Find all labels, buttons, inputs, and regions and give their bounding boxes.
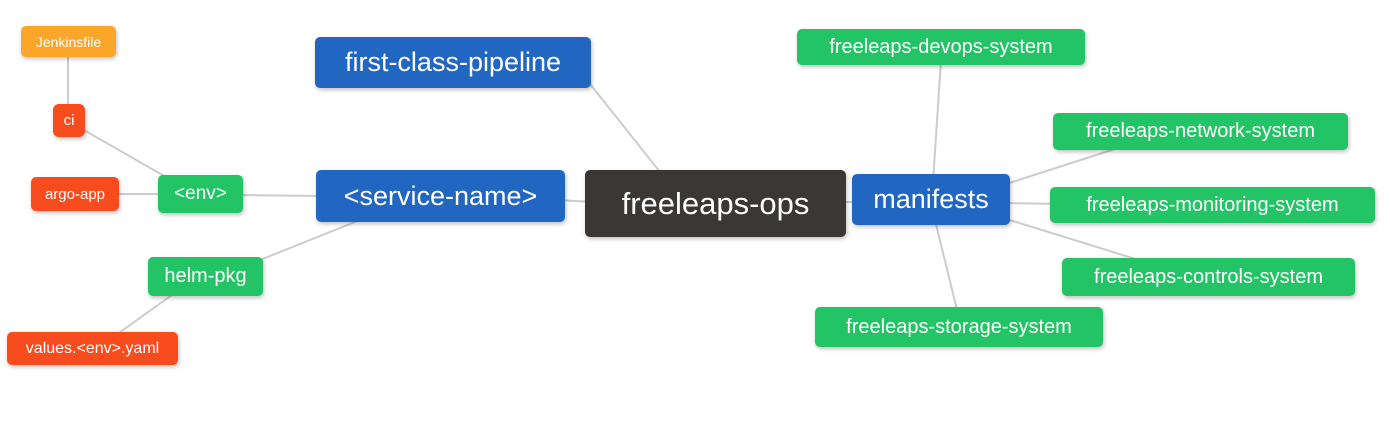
node-jenkinsfile[interactable]: Jenkinsfile bbox=[21, 26, 116, 57]
edge-manifests-devops bbox=[932, 59, 942, 183]
node-freeleaps-monitoring-system[interactable]: freeleaps-monitoring-system bbox=[1050, 187, 1375, 223]
edge-manifests-controls bbox=[999, 216, 1143, 262]
edge-manifests-network bbox=[999, 147, 1119, 187]
edge-pipeline-freeleaps-ops bbox=[589, 83, 665, 178]
edge-helm-pkg-service-name bbox=[254, 215, 371, 263]
node-first-class-pipeline[interactable]: first-class-pipeline bbox=[315, 37, 591, 88]
node-freeleaps-controls-system[interactable]: freeleaps-controls-system bbox=[1062, 258, 1355, 296]
node-freeleaps-storage-system[interactable]: freeleaps-storage-system bbox=[815, 307, 1103, 347]
node-freeleaps-ops[interactable]: freeleaps-ops bbox=[585, 170, 846, 237]
node-values-env-yaml[interactable]: values.<env>.yaml bbox=[7, 332, 178, 365]
node-env[interactable]: <env> bbox=[158, 175, 243, 213]
edge-manifests-storage bbox=[933, 215, 958, 311]
node-freeleaps-network-system[interactable]: freeleaps-network-system bbox=[1053, 113, 1348, 150]
node-helm-pkg[interactable]: helm-pkg bbox=[148, 257, 263, 296]
node-service-name[interactable]: <service-name> bbox=[316, 170, 565, 222]
node-freeleaps-devops-system[interactable]: freeleaps-devops-system bbox=[797, 29, 1085, 65]
edge-env-service-name bbox=[234, 194, 326, 197]
edge-helm-pkg-values bbox=[111, 291, 177, 339]
node-argo-app[interactable]: argo-app bbox=[31, 177, 119, 211]
node-ci[interactable]: ci bbox=[53, 104, 85, 137]
node-manifests[interactable]: manifests bbox=[852, 174, 1010, 225]
